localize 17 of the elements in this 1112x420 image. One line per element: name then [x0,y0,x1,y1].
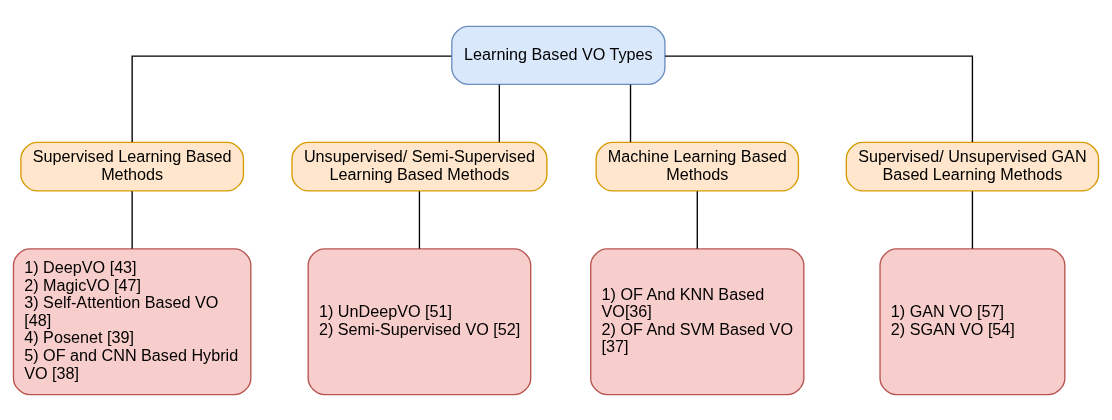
node-box: 1) GAN VO [57] 2) SGAN VO [54] [879,247,1066,395]
node-box: Machine Learning Based Methods [595,141,800,192]
node-box: 1) OF And KNN Based VO[36] 2) OF And SVM Based VO [37] [590,247,805,395]
connector [418,190,421,249]
node-box: Learning Based VO Types [451,25,666,85]
connector [971,190,974,249]
connector [498,83,501,143]
connector [131,190,133,249]
connector [629,83,632,143]
node-box: Supervised/ Unsupervised GAN Based Learning Methods [845,141,1100,192]
connector [131,54,453,143]
connector [664,54,974,143]
node-box: Unsupervised/ Semi-Supervised Learning Based Methods [291,141,548,192]
node-box: Supervised Learning Based Methods [20,141,245,192]
node-box: 1) DeepVO [43] 2) MagicVO [47] 3) Self-Attention Based VO [48] 4) Posenet [39] 5) OF and CNN Based Hybrid VO [38] [12,247,252,395]
connector [696,190,698,249]
node-box: 1) UnDeepVO [51] 2) Semi-Supervised VO [52] [307,247,532,395]
